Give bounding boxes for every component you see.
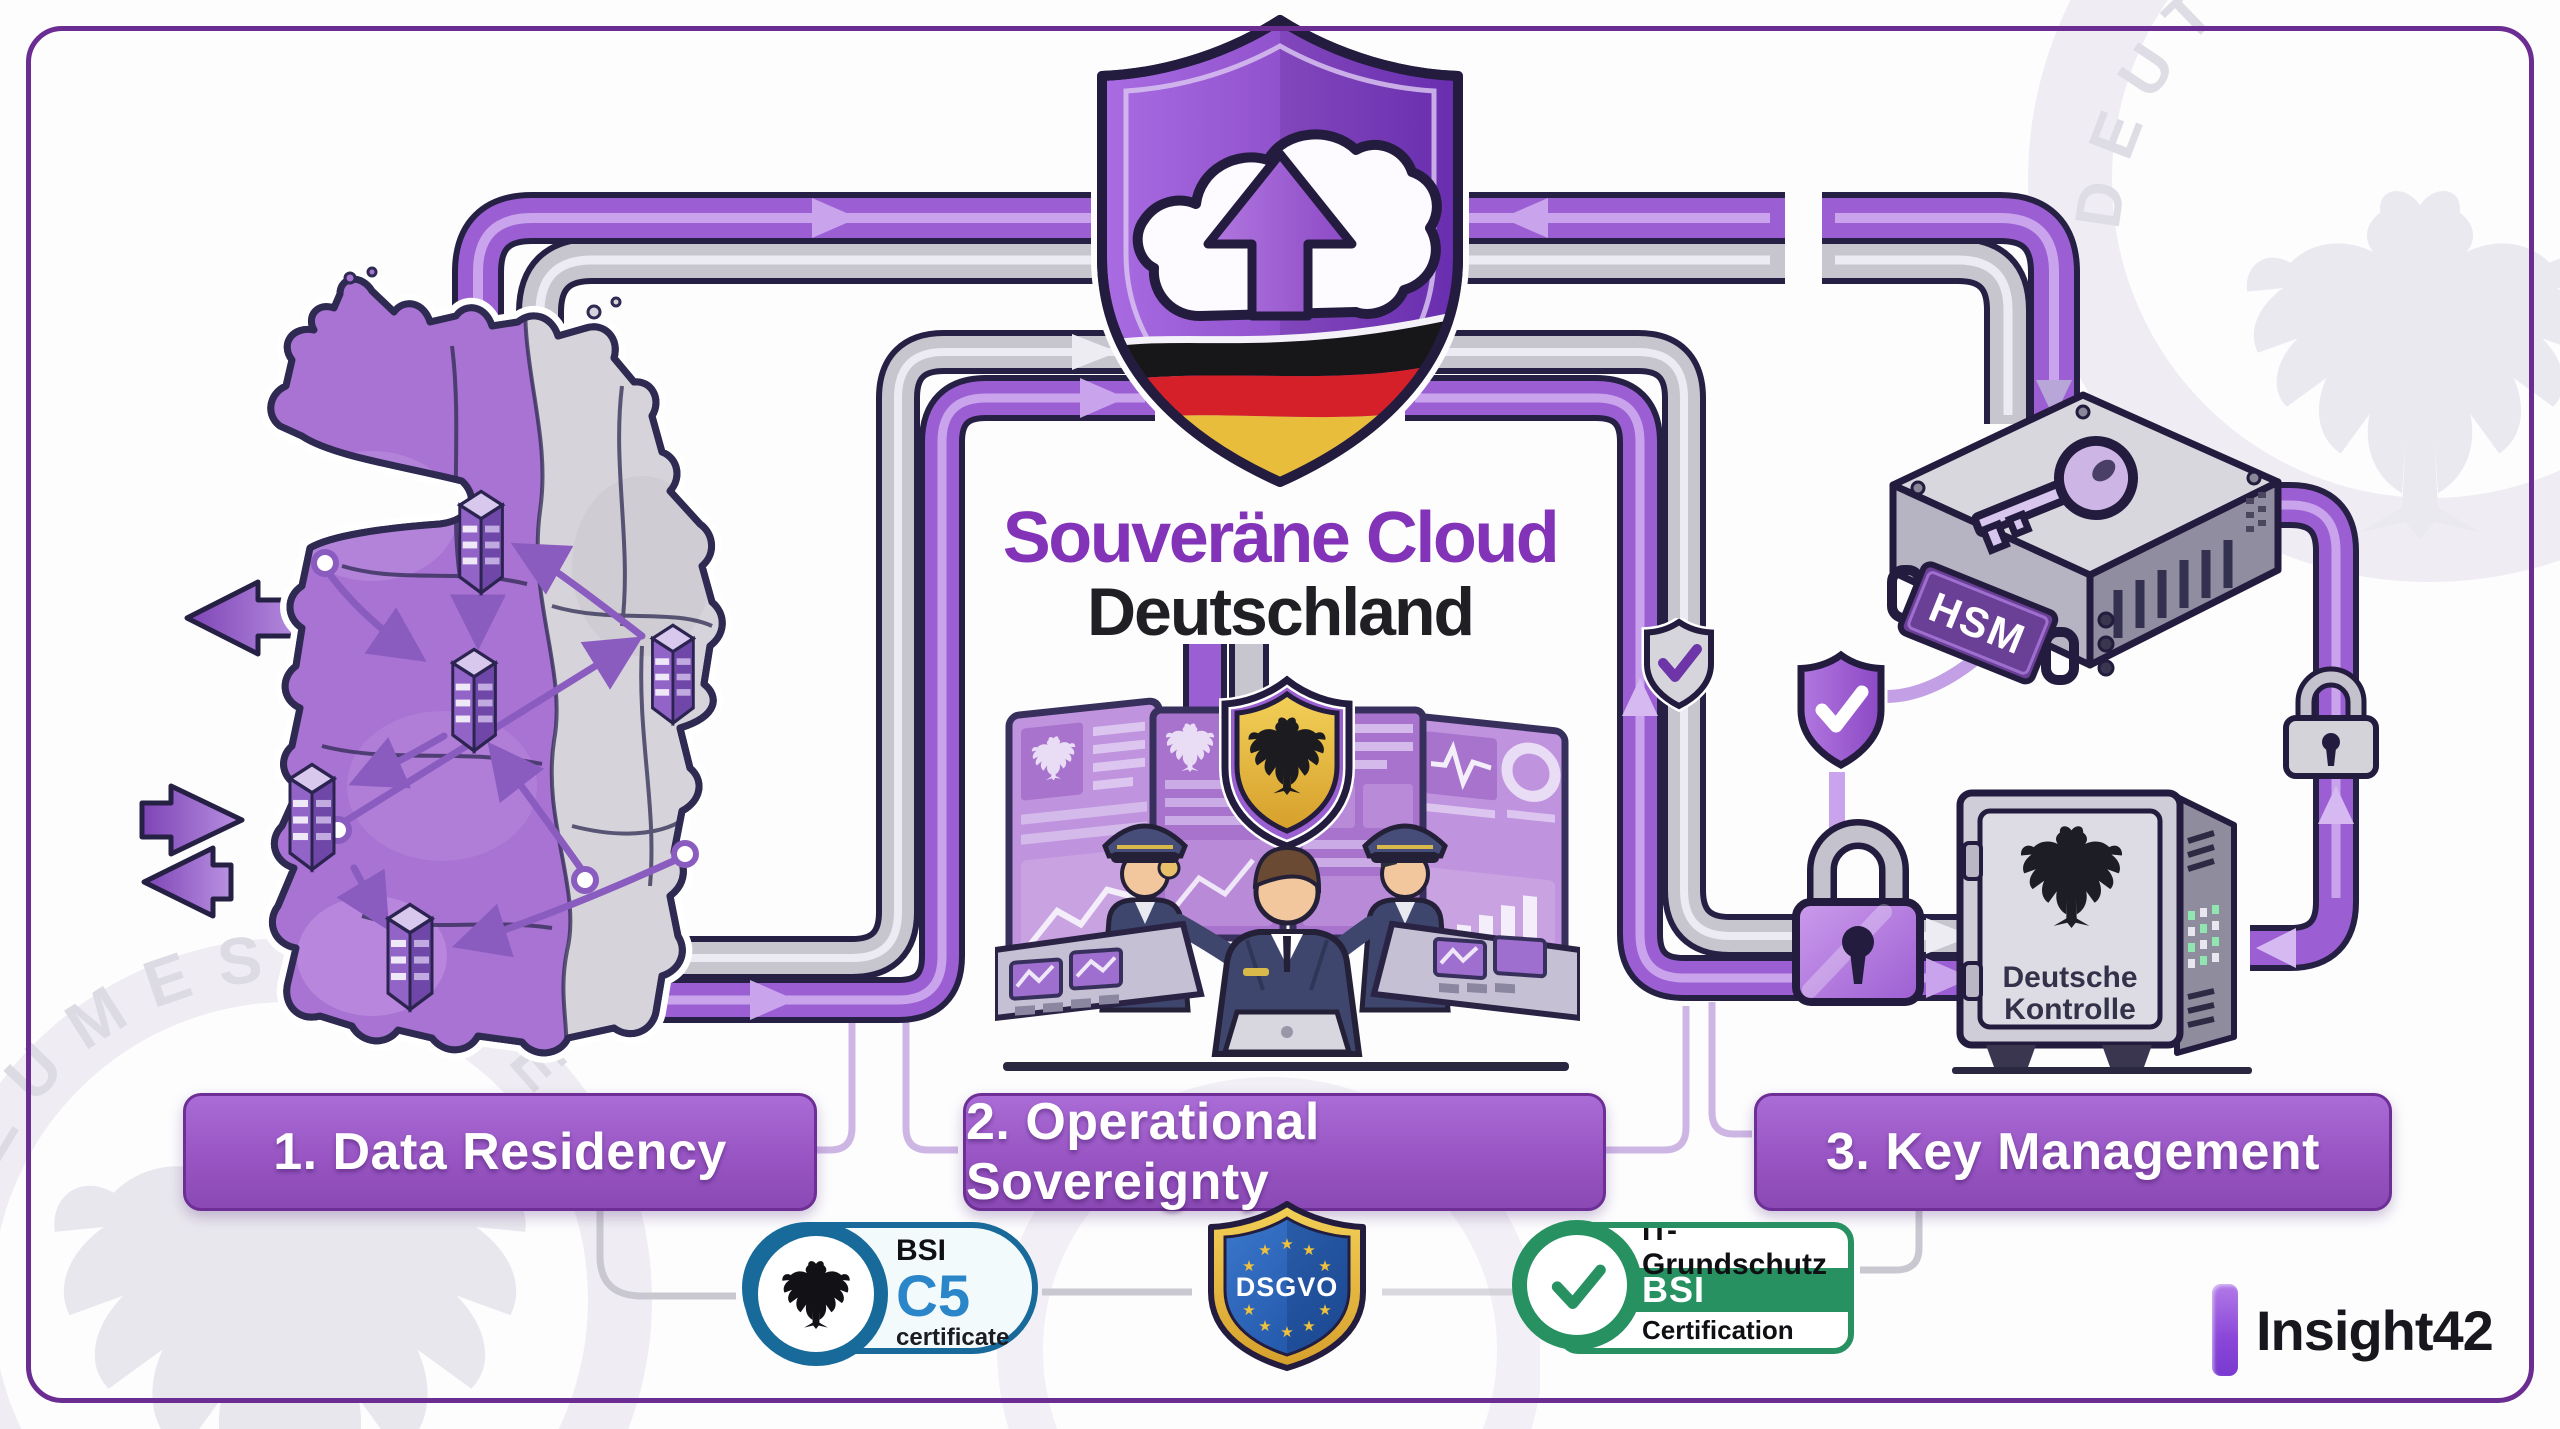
flow-arrow-down — [2036, 380, 2072, 418]
svg-text:★: ★ — [1280, 1324, 1293, 1341]
shield-check-gray-icon — [1641, 618, 1717, 713]
section-bar-data-residency: 1. Data Residency — [183, 1093, 817, 1211]
safe-label-line1: Deutsche — [2002, 961, 2137, 994]
safe-label-line2: Kontrolle — [2004, 993, 2136, 1026]
monitor-panel-center-left — [1149, 706, 1287, 942]
dsgvo-badge: ★★★ ★★★ ★★★★ DSGVO — [1208, 1201, 1366, 1371]
cloud-upload-shield-icon — [1091, 6, 1469, 495]
server-icon — [386, 902, 434, 1012]
block-arrow-left-icon — [141, 845, 234, 919]
floor-line — [1003, 1062, 1569, 1071]
server-icon — [458, 489, 505, 595]
dsgvo-label: DSGVO — [1236, 1272, 1339, 1302]
insight42-logo: Insight42 — [2212, 1284, 2494, 1376]
it-grundschutz-badge: IT-Grundschutz BSI Certification — [1512, 1220, 1854, 1354]
hsm-label-plate: HSM — [1897, 561, 2059, 685]
green-checkmark-icon — [1512, 1220, 1642, 1350]
laptop-icon — [1221, 1009, 1353, 1055]
flow-arrow-right — [812, 198, 858, 238]
upload-arrow-icon — [1203, 149, 1357, 321]
svg-text:★: ★ — [1242, 1302, 1255, 1319]
title-line-2: Deutschland — [1086, 574, 1475, 651]
svg-text:★: ★ — [1258, 1318, 1271, 1335]
grundschutz-sub: Certification — [1642, 1314, 1794, 1345]
c5-org: BSI — [896, 1234, 947, 1267]
title-line-1: Souveräne Cloud — [1002, 498, 1560, 578]
logo-text: Insight42 — [2256, 1298, 2494, 1362]
svg-text:★: ★ — [1258, 1242, 1271, 1259]
bsi-c5-badge: BSI C5 certificate — [742, 1222, 1038, 1366]
hsm-device: HSM — [1887, 391, 2282, 685]
server-icon — [451, 647, 498, 753]
section-bar-operational-sovereignty: 2. Operational Sovereignty — [963, 1093, 1606, 1211]
svg-text:★: ★ — [1280, 1236, 1293, 1253]
server-icon — [650, 623, 696, 725]
operator-center — [1211, 845, 1363, 1057]
bsi-eagle-seal-icon — [744, 1222, 888, 1366]
rack-handle — [2041, 627, 2079, 685]
deutsche-kontrolle-safe: Deutsche Kontrolle — [1952, 789, 2252, 1074]
svg-text:★: ★ — [1302, 1242, 1315, 1259]
pipe-inner-left — [650, 330, 1155, 1023]
shield-check-purple-icon — [1794, 650, 1888, 773]
connector-lines — [596, 1002, 1923, 1300]
padlock-gray-icon — [2283, 666, 2379, 779]
control-room-illustration — [995, 672, 1580, 1071]
c5-sub: certificate — [896, 1323, 1010, 1351]
flow-arrow-up — [2318, 786, 2354, 824]
data-flow-block-arrows — [139, 579, 310, 919]
monitor-panel-right — [1411, 713, 1569, 995]
server-icon — [288, 762, 336, 872]
svg-text:★: ★ — [1318, 1302, 1331, 1319]
block-arrow-right-icon — [139, 783, 245, 857]
flow-arrow-right — [750, 980, 796, 1020]
flow-arrow-left — [2256, 928, 2296, 968]
section-label: 2. Operational Sovereignty — [966, 1093, 1320, 1211]
flow-arrow-left — [1502, 198, 1548, 238]
eu-stars: ★★★ ★★★ ★★★★ — [1242, 1236, 1331, 1341]
key-icon — [1971, 436, 2138, 555]
section-label: 1. Data Residency — [273, 1123, 727, 1181]
eagle-crest-shield-icon — [1219, 672, 1355, 853]
germany-map — [222, 266, 732, 1076]
hsm-port-dots — [2246, 492, 2266, 532]
safe-led-grid — [2188, 905, 2219, 968]
section-label: 3. Key Management — [1826, 1123, 2320, 1181]
console-right — [1370, 920, 1580, 1022]
console-left — [995, 920, 1205, 1022]
page-title: Souveräne Cloud Deutschland — [925, 498, 1635, 651]
flow-arrow-up — [1622, 678, 1658, 716]
flow-arrow-right — [1926, 958, 1972, 998]
flow-arrow-right — [1072, 334, 1118, 370]
section-bar-key-management: 3. Key Management — [1754, 1093, 2392, 1211]
svg-text:★: ★ — [1318, 1258, 1331, 1275]
watermark-eagle-top-right: DEUTSCHE — [2020, 0, 2560, 582]
flow-arrow-right — [1080, 378, 1126, 418]
logo-bar-icon — [2212, 1284, 2238, 1376]
flow-arrow-right — [1926, 918, 1972, 954]
c5-cert: C5 — [896, 1263, 971, 1329]
padlock-purple-icon — [1792, 819, 1924, 1006]
svg-text:★: ★ — [1242, 1258, 1255, 1275]
svg-text:★: ★ — [1302, 1318, 1315, 1335]
